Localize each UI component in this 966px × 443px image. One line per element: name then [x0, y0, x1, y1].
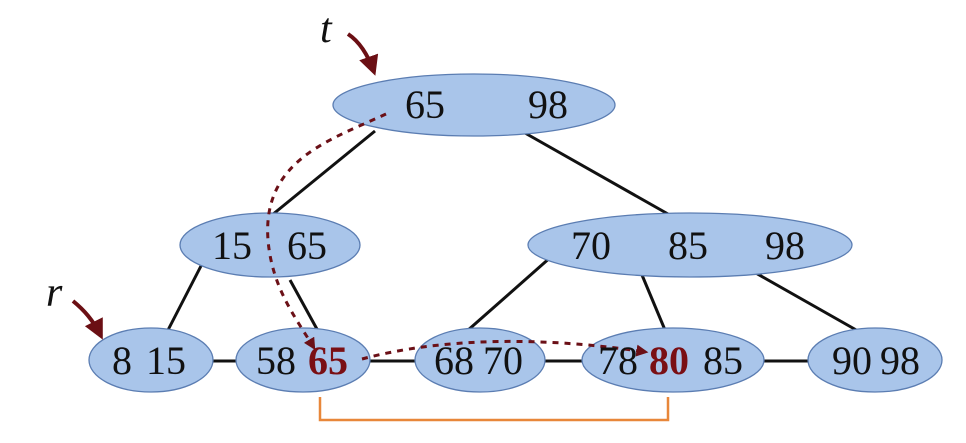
internal-right-key-3: 98 — [765, 223, 805, 268]
leaf-node-4 — [581, 327, 765, 393]
edge-midright-leaf5 — [753, 270, 859, 333]
leaf1-key-1: 8 — [112, 338, 132, 383]
edge-root-midleft — [271, 129, 376, 217]
root-key-2: 98 — [528, 82, 568, 127]
leaf1-key-2: 15 — [146, 338, 186, 383]
leaf2-key-2-highlight: 65 — [308, 338, 348, 383]
edge-root-midright — [524, 131, 669, 216]
root-node — [332, 73, 616, 137]
edge-midleft-leaf2 — [288, 279, 320, 332]
leaf4-key-1: 78 — [598, 338, 638, 383]
edge-midright-leaf3 — [466, 254, 553, 333]
internal-left-key-1: 15 — [212, 223, 252, 268]
range-bracket — [318, 397, 670, 422]
internal-left-key-2: 65 — [287, 223, 327, 268]
leaf3-key-2: 70 — [483, 338, 523, 383]
pointer-t-arrow — [346, 32, 379, 76]
leaf4-key-3: 85 — [703, 338, 743, 383]
leaf-node-5 — [807, 327, 943, 393]
leaf4-key-2-highlight: 80 — [649, 338, 689, 383]
internal-node-right — [527, 212, 853, 278]
leaf3-key-1: 68 — [434, 338, 474, 383]
edge-midleft-leaf1 — [165, 263, 204, 333]
root-key-1: 65 — [405, 82, 445, 127]
pointer-t-label: t — [320, 6, 333, 52]
pointer-r-label: r — [46, 270, 63, 316]
search-path-leaf-scan — [361, 339, 649, 361]
search-path-root-to-leaf — [266, 112, 387, 351]
leaf-node-1 — [88, 327, 214, 393]
internal-right-key-2: 85 — [668, 223, 708, 268]
leaf2-key-1: 58 — [256, 338, 296, 383]
edge-midright-leaf4 — [640, 274, 667, 331]
leaf5-key-1: 90 — [832, 338, 872, 383]
pointer-r-arrow — [71, 299, 103, 340]
leaf5-key-2: 98 — [880, 338, 920, 383]
leaf-node-2 — [235, 327, 371, 393]
internal-right-key-1: 70 — [571, 223, 611, 268]
